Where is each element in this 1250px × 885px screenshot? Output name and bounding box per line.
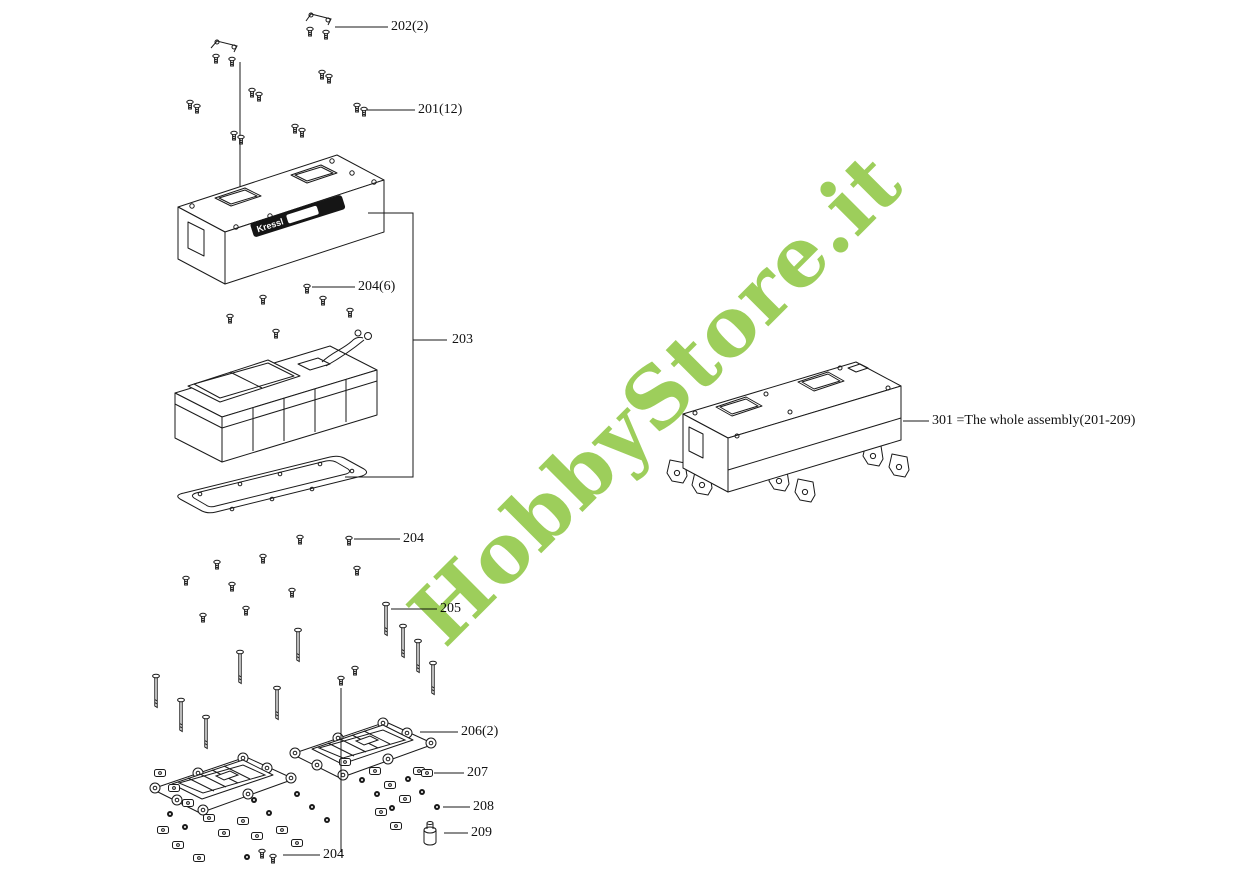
part-label-207: 207 [467, 765, 488, 780]
bracket-screws [212, 26, 330, 67]
part-label-202: 202(2) [391, 19, 429, 34]
screws-204-bottom [258, 848, 277, 864]
part-label-201: 201(12) [418, 102, 463, 117]
assembled-unit [666, 361, 910, 503]
part-label-204a: 204(6) [358, 279, 396, 294]
part-label-203: 203 [452, 332, 473, 347]
part-label-206: 206(2) [461, 724, 499, 739]
clamp-bracket-202-b [210, 39, 238, 53]
leader-lines [283, 26, 929, 856]
clamp-bracket-202-a [305, 12, 332, 26]
part-label-208: 208 [473, 799, 494, 814]
screws-204-middle [182, 534, 361, 686]
part-label-204c: 204 [323, 847, 344, 862]
inner-battery-module [174, 329, 378, 463]
cap-nut-209 [423, 821, 437, 846]
part-label-301: 301 =The whole assembly(201-209) [932, 413, 1136, 428]
screws-204-upper [226, 283, 354, 339]
gasket-seal [177, 455, 368, 514]
part-label-209: 209 [471, 825, 492, 840]
part-label-205: 205 [440, 601, 461, 616]
screws-201 [186, 69, 368, 145]
part-label-204b: 204 [403, 531, 424, 546]
